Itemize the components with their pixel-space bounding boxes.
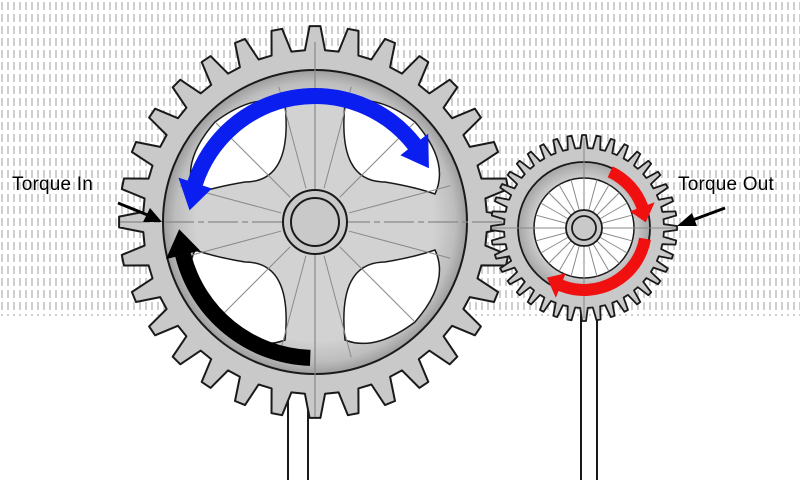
- torque-out-label: Torque Out: [678, 174, 774, 195]
- red-rotation-arrow-icon: [546, 166, 655, 298]
- small-gear-shaft: [580, 298, 598, 480]
- torque-out-pointer-arrow-icon: [677, 206, 726, 226]
- blue-double-arrow-icon: [178, 87, 429, 211]
- torque-in-pointer-arrow-icon: [117, 201, 162, 222]
- black-rotation-arrow-icon: [165, 229, 311, 366]
- large-gear: [118, 25, 512, 419]
- torque-in-label: Torque In: [12, 174, 94, 195]
